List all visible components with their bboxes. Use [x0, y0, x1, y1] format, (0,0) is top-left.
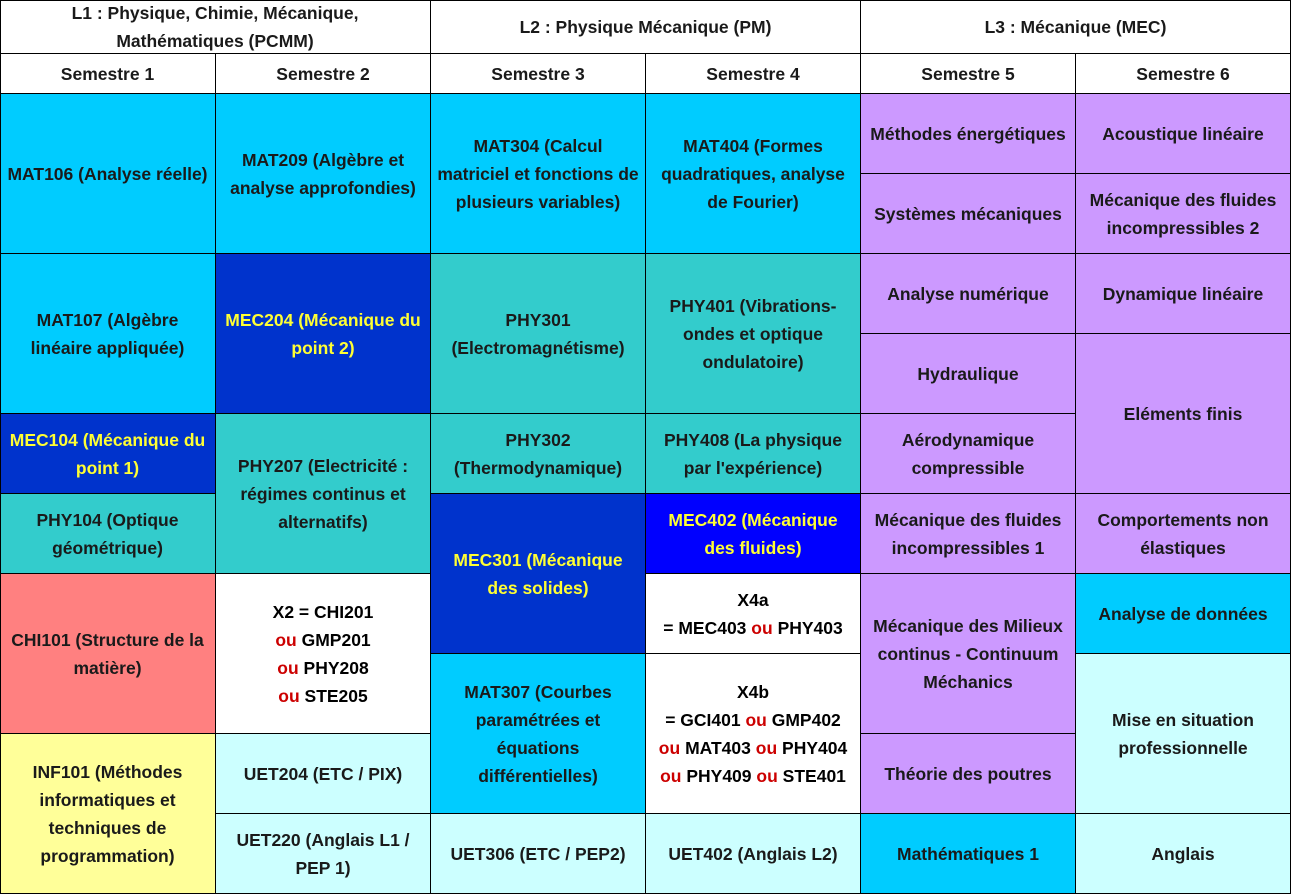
course-uet204: UET204 (ETC / PIX) — [216, 734, 431, 814]
header-semestre-4: Semestre 4 — [646, 54, 861, 94]
course-methodes-energetiques: Méthodes énergétiques — [861, 94, 1076, 174]
course-uet306: UET306 (ETC / PEP2) — [431, 814, 646, 894]
course-uet402: UET402 (Anglais L2) — [646, 814, 861, 894]
course-mec204: MEC204 (Mécanique du point 2) — [216, 254, 431, 414]
course-mat209: MAT209 (Algèbre et analyse approfondies) — [216, 94, 431, 254]
course-option-x4a: X4a = MEC403 ou PHY403 — [646, 574, 861, 654]
course-phy408: PHY408 (La physique par l'expérience) — [646, 414, 861, 494]
course-fluides-2: Mécanique des fluides incompressibles 2 — [1076, 174, 1291, 254]
course-uet220: UET220 (Anglais L1 / PEP 1) — [216, 814, 431, 894]
header-semestre-6: Semestre 6 — [1076, 54, 1291, 94]
course-analyse-numerique: Analyse numérique — [861, 254, 1076, 334]
course-systemes-mecaniques: Systèmes mécaniques — [861, 174, 1076, 254]
course-mat307: MAT307 (Courbes paramétrées et équations… — [431, 654, 646, 814]
course-mec301: MEC301 (Mécanique des solides) — [431, 494, 646, 654]
course-mise-en-situation: Mise en situation professionnelle — [1076, 654, 1291, 814]
course-mat106: MAT106 (Analyse réelle) — [0, 94, 216, 254]
course-phy401: PHY401 (Vibrations-ondes et optique ondu… — [646, 254, 861, 414]
course-milieux-continus: Mécanique des Milieux continus - Continu… — [861, 574, 1076, 734]
course-chi101: CHI101 (Structure de la matière) — [0, 574, 216, 734]
header-semestre-1: Semestre 1 — [0, 54, 216, 94]
course-mec402: MEC402 (Mécanique des fluides) — [646, 494, 861, 574]
course-theorie-poutres: Théorie des poutres — [861, 734, 1076, 814]
course-comportements: Comportements non élastiques — [1076, 494, 1291, 574]
course-phy301: PHY301 (Electromagnétisme) — [431, 254, 646, 414]
course-phy104: PHY104 (Optique géométrique) — [0, 494, 216, 574]
course-fluides-1: Mécanique des fluides incompressibles 1 — [861, 494, 1076, 574]
course-inf101: INF101 (Méthodes informatiques et techni… — [0, 734, 216, 894]
course-aerodynamique: Aérodynamique compressible — [861, 414, 1076, 494]
header-semestre-5: Semestre 5 — [861, 54, 1076, 94]
course-anglais: Anglais — [1076, 814, 1291, 894]
header-semestre-2: Semestre 2 — [216, 54, 431, 94]
header-semestre-3: Semestre 3 — [431, 54, 646, 94]
course-mat107: MAT107 (Algèbre linéaire appliquée) — [0, 254, 216, 414]
course-hydraulique: Hydraulique — [861, 334, 1076, 414]
course-mathematiques-1: Mathématiques 1 — [861, 814, 1076, 894]
course-option-x4b: X4b = GCI401 ou GMP402 ou MAT403 ou PHY4… — [646, 654, 861, 814]
course-dynamique-lineaire: Dynamique linéaire — [1076, 254, 1291, 334]
course-phy207: PHY207 (Electricité : régimes continus e… — [216, 414, 431, 574]
header-l1: L1 : Physique, Chimie, Mécanique, Mathém… — [0, 0, 431, 54]
course-option-x2: X2 = CHI201 ou GMP201 ou PHY208 ou STE20… — [216, 574, 431, 734]
course-elements-finis: Eléments finis — [1076, 334, 1291, 494]
course-analyse-donnees: Analyse de données — [1076, 574, 1291, 654]
header-l2: L2 : Physique Mécanique (PM) — [431, 0, 861, 54]
course-acoustique: Acoustique linéaire — [1076, 94, 1291, 174]
course-phy302: PHY302 (Thermodynamique) — [431, 414, 646, 494]
course-mec104: MEC104 (Mécanique du point 1) — [0, 414, 216, 494]
course-mat404: MAT404 (Formes quadratiques, analyse de … — [646, 94, 861, 254]
header-l3: L3 : Mécanique (MEC) — [861, 0, 1291, 54]
course-mat304: MAT304 (Calcul matriciel et fonctions de… — [431, 94, 646, 254]
